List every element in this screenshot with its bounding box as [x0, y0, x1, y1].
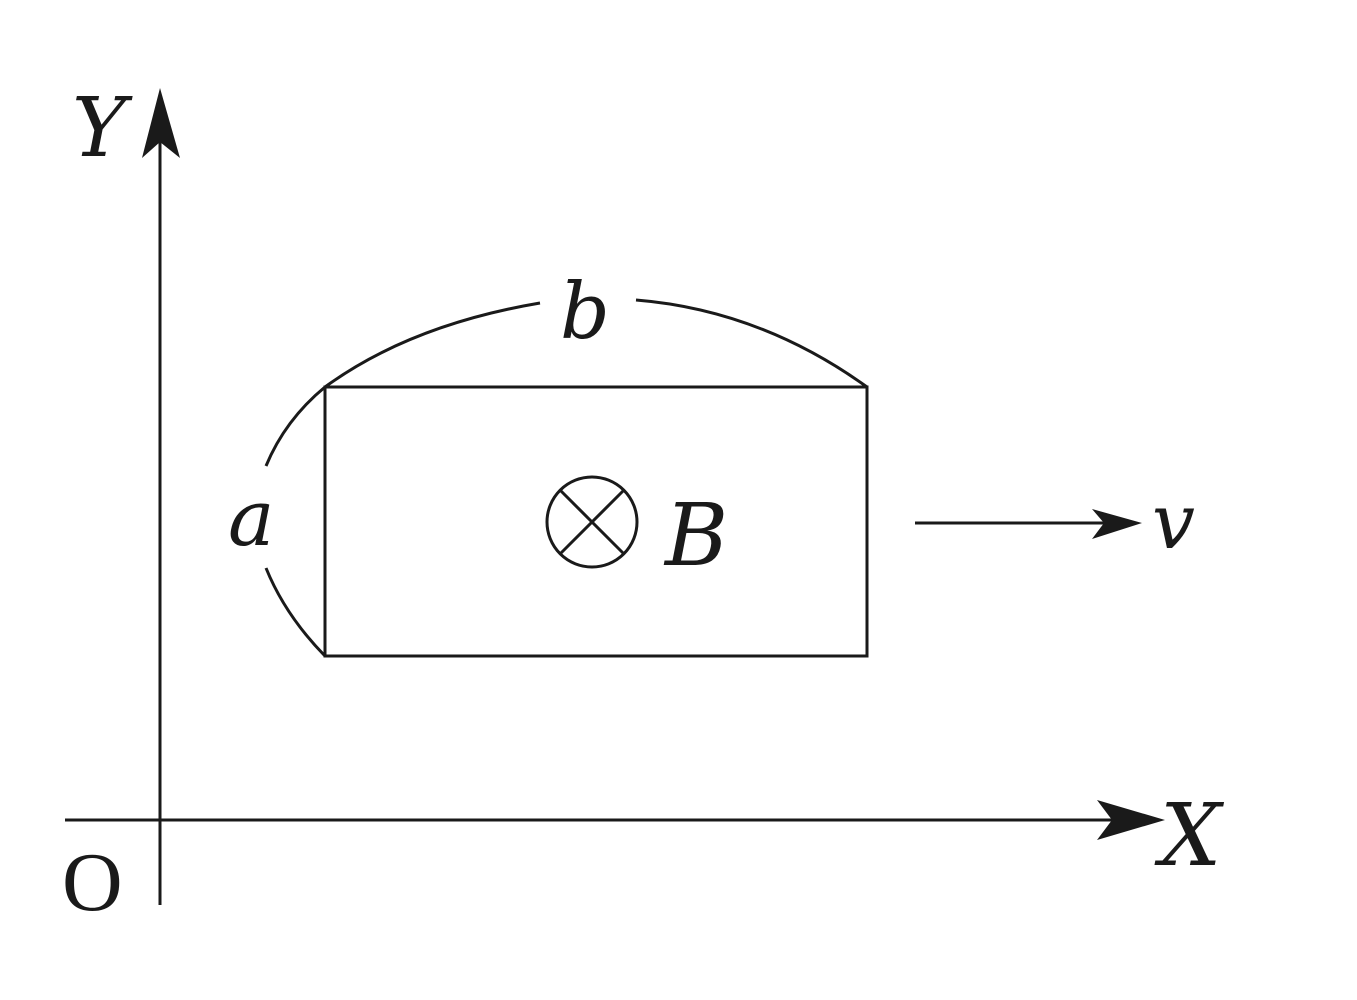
- x-axis-arrowhead: [1097, 800, 1165, 840]
- dimension-arc-a-top: [264, 385, 326, 467]
- y-axis-arrowhead: [142, 88, 180, 158]
- velocity-arrow: [915, 509, 1142, 539]
- origin-label: O: [62, 836, 123, 929]
- dimension-arc-b-left: [324, 301, 541, 389]
- field-region-rectangle: [323, 385, 869, 658]
- y-axis: [142, 88, 180, 905]
- field-into-page-icon: [545, 475, 639, 569]
- dimension-arc-a-bottom: [264, 567, 327, 658]
- y-axis-label: Y: [72, 81, 133, 176]
- field-label-B: B: [663, 486, 728, 586]
- dimension-label-b: b: [560, 267, 610, 357]
- dimension-label-a: a: [228, 474, 275, 564]
- dimension-arc-b-right: [635, 298, 868, 389]
- x-axis-label: X: [1154, 786, 1225, 886]
- x-axis: [65, 800, 1165, 840]
- velocity-label: v: [1152, 477, 1195, 566]
- velocity-arrowhead: [1092, 509, 1142, 539]
